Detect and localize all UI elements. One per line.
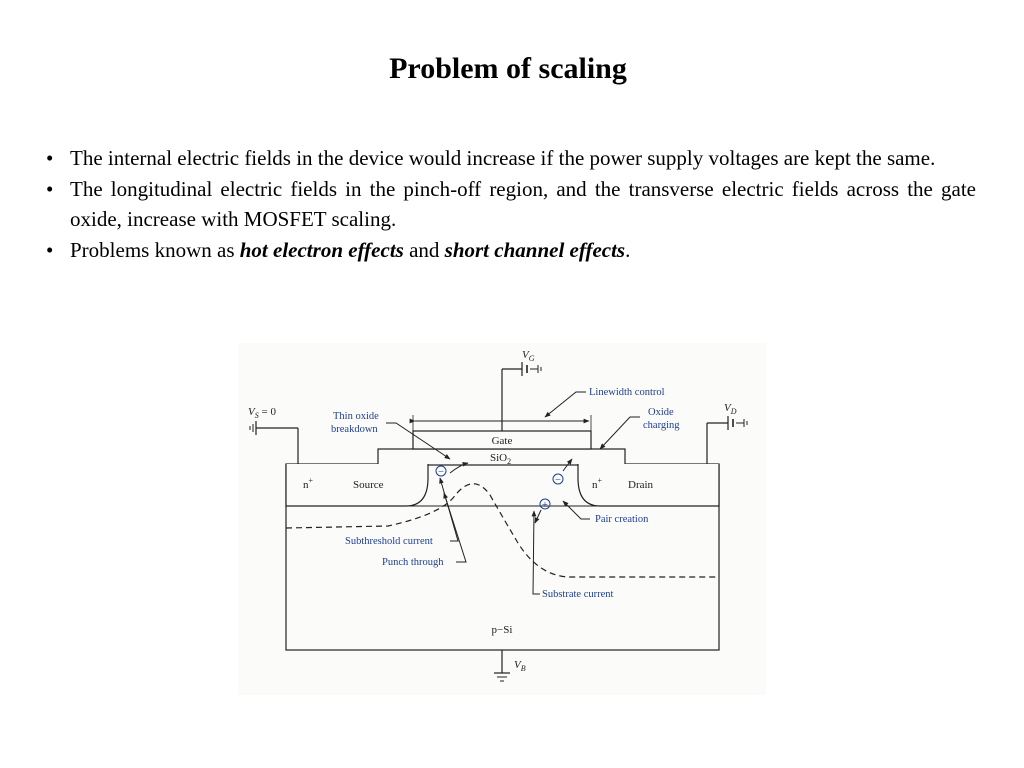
- bullet-text-mid: and: [403, 237, 445, 262]
- bullet-marker: •: [46, 237, 54, 262]
- electron-icon: [552, 473, 564, 485]
- svg-text:−: −: [438, 467, 444, 478]
- svg-text:−: −: [555, 475, 561, 486]
- bullet-list: • The internal electric fields in the de…: [46, 143, 976, 265]
- bullet-marker: •: [46, 146, 54, 170]
- gate-label: Gate: [492, 435, 513, 447]
- bullet-item: • Problems known as hot electron effects…: [46, 235, 976, 266]
- source-label: Source: [353, 479, 384, 491]
- slide-title: Problem of scaling: [389, 52, 627, 85]
- substrate-current-label: Substrate current: [542, 589, 614, 600]
- bullet-text: The longitudinal electric fields in the …: [70, 176, 976, 232]
- bullet-marker: •: [46, 176, 54, 201]
- oxide-charging-label-line2: charging: [643, 420, 680, 431]
- drain-region: [577, 464, 720, 507]
- drain-label: Drain: [628, 479, 654, 491]
- vg-label: VG: [522, 349, 535, 363]
- mosfet-diagram: VG VS = 0 VD VB Linewidth control Oxide …: [238, 343, 766, 695]
- vb-label: VB: [514, 659, 526, 673]
- n-plus-drain-label: n+: [592, 476, 603, 491]
- emphasis-hot-electron-effects: hot electron effects: [239, 237, 404, 262]
- substrate-label: p−Si: [492, 624, 513, 636]
- bullet-item: • The internal electric fields in the de…: [46, 143, 976, 174]
- emphasis-short-channel-effects: short channel effects: [444, 237, 626, 262]
- vd-label: VD: [724, 402, 737, 416]
- oxide-charging-label-line1: Oxide: [648, 407, 674, 418]
- svg-text:+: +: [542, 500, 548, 511]
- pair-creation-label: Pair creation: [595, 514, 649, 525]
- bullet-text-prefix: Problems known as: [70, 237, 240, 262]
- electron-icon: [435, 465, 447, 477]
- mosfet-cross-section: VG VS = 0 VD VB Linewidth control Oxide …: [248, 349, 748, 682]
- hole-icon: [539, 498, 551, 510]
- sio2-label: SiO2: [490, 452, 511, 466]
- vs-label: VS = 0: [248, 406, 276, 420]
- thin-oxide-label-line1: Thin oxide: [333, 411, 379, 422]
- subthreshold-current-label: Subthreshold current: [345, 536, 433, 547]
- bullet-item: • The longitudinal electric fields in th…: [46, 174, 976, 235]
- source-region: [285, 464, 429, 507]
- depletion-boundary: [285, 483, 719, 578]
- linewidth-control-label: Linewidth control: [589, 387, 665, 398]
- thin-oxide-label-line2: breakdown: [331, 424, 378, 435]
- n-plus-source-label: n+: [303, 476, 314, 491]
- punch-through-label: Punch through: [382, 557, 444, 568]
- bullet-text-suffix: .: [625, 237, 631, 262]
- bullet-text: The internal electric fields in the devi…: [70, 146, 936, 170]
